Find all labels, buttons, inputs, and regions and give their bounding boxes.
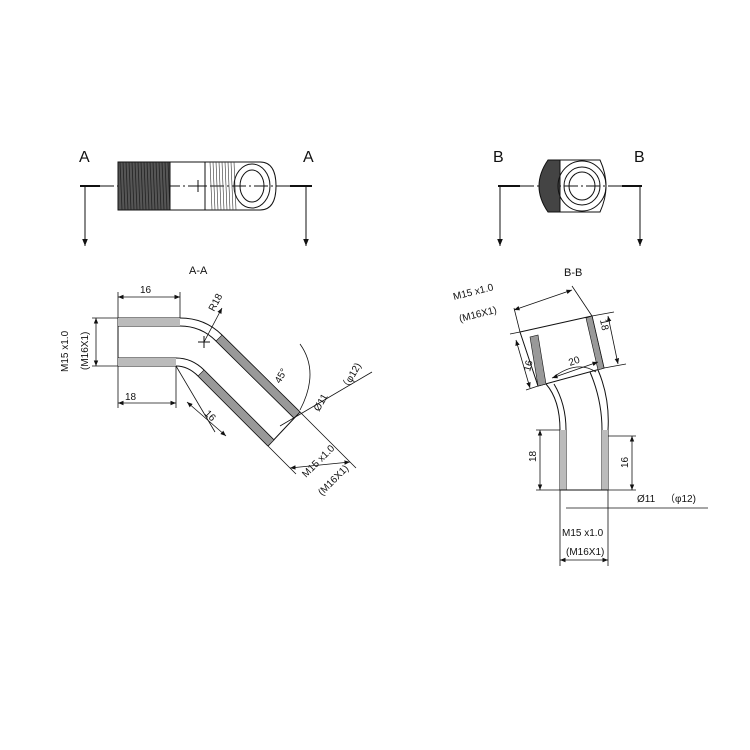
thread-line [164,161,168,211]
section-bb: B-B M15 x1.0 (M16X1) 18 16 20 [452,267,708,566]
section-marker-right-label: B [634,149,645,166]
section-title: A-A [189,265,208,277]
thread-line [131,161,135,211]
thread-label-3: M15 x1.0 [562,528,604,539]
section-marker-left-label: A [79,149,90,166]
thread-line [230,161,234,211]
end-view-b: B B [493,149,645,246]
thread-line [155,161,159,211]
radius-label: R18 [207,292,226,314]
thread-line [224,161,228,211]
thread-label-2: (M16X1) [80,332,91,370]
section-marker-right-label: A [303,149,314,166]
dim-16-right: 16 [620,456,631,468]
dim-18-bottom: 18 [528,450,539,462]
section-aa: A-A 16 18 M15 x1.0 (M16X1) R18 [60,265,373,498]
thread-line [152,161,156,211]
thread-line [149,161,153,211]
dia-label-1: Ø11 [312,392,331,414]
dim-16-top: 16 [140,285,152,296]
elevation-view-a: A A [79,149,314,246]
angle-label: 45° [273,367,290,386]
thread-label-1: M15 x1.0 [60,330,71,372]
thread-line [227,161,231,211]
thread-label-1: M15 x1.0 [452,282,495,303]
thread-label-4: (M16X1) [316,463,351,498]
thread-line [161,161,165,211]
thread-line [128,161,132,211]
thread-line [137,161,141,211]
thread-line [140,161,144,211]
dia-label-2: （φ12) [665,493,696,505]
section-marker-left-label: B [493,149,504,166]
thread-line [134,161,138,211]
thread-line [221,161,225,211]
thread-line [119,161,123,211]
thread-line [212,161,216,211]
dim-16-angled: 16 [202,408,218,424]
thread-line [122,161,126,211]
dim-16-left: 16 [522,359,535,373]
dim-20: 20 [567,355,582,369]
thread-line [218,161,222,211]
thread-line [158,161,162,211]
dia-label-1: Ø11 [637,494,656,505]
dia-label-2: （φ12) [338,361,364,394]
thread-line [209,161,213,211]
thread-line [125,161,129,211]
thread-line [146,161,150,211]
thread-line [233,161,237,211]
thread-line [143,161,147,211]
section-title: B-B [564,267,582,279]
thread-line [215,161,219,211]
dim-18-bottom: 18 [125,392,137,403]
thread-label-4: (M16X1) [566,547,604,558]
thread-label-2: (M16X1) [458,305,498,325]
dim-18-top: 18 [597,318,610,332]
